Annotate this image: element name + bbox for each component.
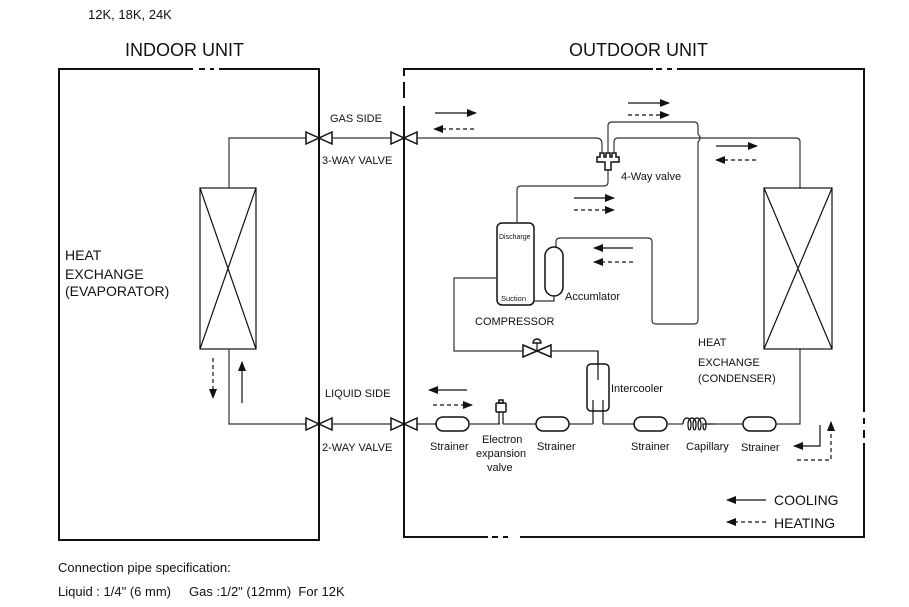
legend-heating-label: HEATING bbox=[774, 515, 835, 531]
accumulator-label: Accumlator bbox=[565, 291, 620, 303]
outdoor-unit-box bbox=[403, 68, 865, 538]
compressor-suction-label: Suction bbox=[501, 294, 526, 303]
indoor-liquid-valve-icon bbox=[305, 416, 333, 432]
compressor bbox=[496, 222, 535, 306]
evaporator-label-2: EXCHANGE bbox=[65, 266, 144, 282]
legend-cooling-label: COOLING bbox=[774, 492, 839, 508]
condenser-label-3: (CONDENSER) bbox=[698, 373, 776, 385]
evaporator-coil bbox=[199, 187, 257, 350]
strainer-1-icon bbox=[435, 416, 470, 432]
intercooler-label: Intercooler bbox=[611, 383, 663, 395]
indoor-gas-valve-icon bbox=[305, 130, 333, 146]
suction-return-pipe bbox=[555, 121, 701, 325]
electronic-expansion-valve-icon bbox=[495, 399, 507, 424]
strainer-2-label: Strainer bbox=[537, 441, 576, 453]
strainer-4-icon bbox=[742, 416, 777, 432]
eev-label-3: valve bbox=[487, 462, 513, 474]
condenser-label-2: EXCHANGE bbox=[698, 357, 760, 369]
eev-label-2: expansion bbox=[476, 448, 526, 460]
strainer-2-icon bbox=[535, 416, 570, 432]
evaporator-label-1: HEAT bbox=[65, 247, 102, 263]
eev-label-1: Electron bbox=[482, 434, 522, 446]
four-way-valve-label: 4-Way valve bbox=[621, 171, 681, 183]
capillary-icon bbox=[682, 417, 714, 431]
compressor-discharge-label: Discharge bbox=[499, 234, 531, 241]
indoor-unit-title: INDOOR UNIT bbox=[125, 40, 244, 60]
evaporator-label-3: (EVAPORATOR) bbox=[65, 283, 169, 299]
accumulator bbox=[544, 246, 564, 297]
cooling-arrow-condenser-outlet bbox=[793, 425, 821, 450]
four-way-valve-icon bbox=[596, 152, 620, 171]
legend: COOLING HEATING bbox=[726, 492, 839, 531]
strainer-1-label: Strainer bbox=[430, 441, 469, 453]
condenser-gas-pipe bbox=[613, 137, 801, 188]
strainer-3-label: Strainer bbox=[631, 441, 670, 453]
indoor-unit-box bbox=[58, 68, 320, 541]
indoor-gas-pipe bbox=[228, 137, 308, 188]
indoor-liquid-pipe bbox=[228, 349, 308, 425]
capillary-label: Capillary bbox=[686, 441, 729, 453]
two-way-valve-label: 2-WAY VALVE bbox=[322, 442, 392, 454]
three-way-valve-label: 3-WAY VALVE bbox=[322, 155, 392, 167]
condenser-coil bbox=[763, 187, 833, 350]
models-label: 12K, 18K, 24K bbox=[88, 7, 172, 22]
intercooler bbox=[586, 351, 610, 424]
condenser-label-1: HEAT bbox=[698, 337, 727, 349]
injection-pipe bbox=[453, 277, 523, 352]
outdoor-unit-title: OUTDOOR UNIT bbox=[569, 40, 708, 60]
liquid-side-label: LIQUID SIDE bbox=[325, 388, 390, 400]
spec-line: Liquid : 1/4" (6 mm) Gas :1/2" (12mm) Fo… bbox=[58, 584, 345, 599]
solenoid-valve-icon bbox=[522, 338, 552, 359]
discharge-pipe bbox=[516, 170, 609, 222]
heating-arrow-condenser-outlet bbox=[797, 421, 835, 461]
strainer-3-icon bbox=[633, 416, 668, 432]
spec-title: Connection pipe specification: bbox=[58, 560, 231, 575]
compressor-label: COMPRESSOR bbox=[475, 316, 555, 328]
three-way-valve-icon bbox=[390, 130, 418, 146]
gas-side-label: GAS SIDE bbox=[330, 113, 382, 125]
gas-pipe-to-4way bbox=[417, 137, 603, 152]
strainer-4-label: Strainer bbox=[741, 442, 780, 454]
